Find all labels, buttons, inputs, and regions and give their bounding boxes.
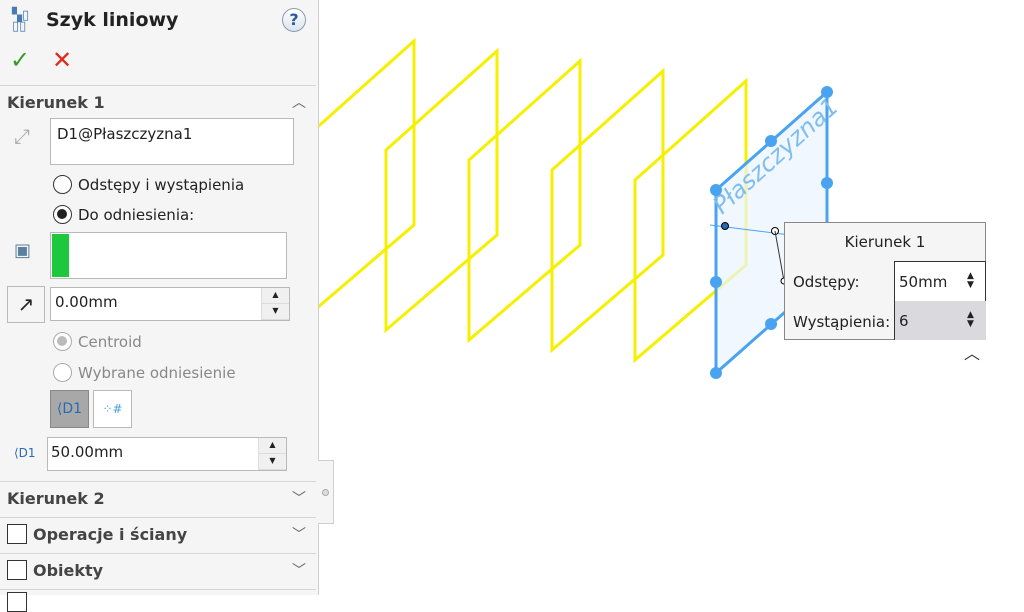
- help-button[interactable]: ?: [282, 8, 306, 32]
- reference-geometry-field[interactable]: [50, 232, 287, 279]
- callout-spacing-label: Odstępy:: [793, 273, 860, 291]
- linear-pattern-icon: ▚▯▯▯: [12, 8, 30, 34]
- callout-instances-input[interactable]: 6 ▲▼: [894, 301, 986, 340]
- reverse-offset-button[interactable]: ↗: [7, 286, 45, 323]
- radio-selected-reference[interactable]: [53, 363, 72, 382]
- radio-up-to-reference-label: Do odniesienia:: [78, 206, 195, 224]
- pattern-instances: [301, 37, 748, 364]
- radio-selected-reference-label: Wybrane odniesienie: [78, 364, 236, 382]
- callout-title: Kierunek 1: [844, 233, 926, 251]
- direction-reference-field[interactable]: D1@Płaszczyzna1: [50, 118, 294, 165]
- chevron-down-icon[interactable]: ﹀: [292, 563, 306, 579]
- features-checkbox[interactable]: [7, 524, 27, 544]
- pattern-instance[interactable]: [467, 57, 582, 344]
- radio-spacing-instances[interactable]: [53, 175, 72, 194]
- chevron-down-icon[interactable]: ﹀: [292, 527, 306, 543]
- instances-mode-button[interactable]: ⁘#: [93, 390, 132, 428]
- chevron-up-icon[interactable]: ︿: [292, 95, 306, 111]
- radio-centroid[interactable]: [53, 332, 72, 351]
- callout-spacing-input[interactable]: 50mm ▲▼: [894, 261, 986, 301]
- direction-callout: Kierunek 1 Odstępy: Wystąpienia: 50mm ▲▼…: [784, 222, 986, 340]
- spacing-spinner[interactable]: ▲▼: [258, 438, 286, 470]
- offset-input[interactable]: 0.00mm ▲▼: [50, 287, 290, 321]
- property-manager: ▚▯▯▯ Szyk liniowy ? ✓ ✕ Kierunek 1 ︿ ⤢ D…: [0, 0, 319, 612]
- reference-geometry-icon: ▣: [14, 240, 32, 261]
- radio-spacing-instances-label: Odstępy i wystąpienia: [78, 176, 245, 194]
- chevron-down-icon[interactable]: ﹀: [292, 491, 306, 507]
- pattern-instance[interactable]: [301, 37, 416, 324]
- callout-instances-label: Wystąpienia:: [793, 313, 891, 331]
- section-features-header[interactable]: Operacje i ściany: [33, 525, 188, 544]
- section-direction1-header[interactable]: Kierunek 1: [7, 93, 105, 112]
- pattern-instance[interactable]: [550, 67, 665, 354]
- plane-1[interactable]: Płaszczyzna1: [707, 86, 844, 379]
- spin-icon[interactable]: ▲▼: [967, 310, 974, 329]
- offset-spinner[interactable]: ▲▼: [261, 288, 289, 320]
- section-bodies-header[interactable]: Obiekty: [33, 561, 104, 580]
- pattern-instance[interactable]: [384, 47, 499, 334]
- panel-title: Szyk liniowy: [46, 9, 179, 31]
- next-section-checkbox[interactable]: [7, 592, 27, 612]
- cancel-button[interactable]: ✕: [52, 46, 73, 74]
- bodies-checkbox[interactable]: [7, 560, 27, 580]
- collapse-callout-icon[interactable]: ︿: [964, 344, 981, 363]
- spin-icon[interactable]: ▲▼: [967, 271, 974, 290]
- graphics-viewport[interactable]: Płaszczyzna1: [0, 0, 1024, 595]
- spacing-icon: ⟨D1: [14, 446, 36, 460]
- ok-button[interactable]: ✓: [10, 46, 31, 74]
- spacing-mode-button[interactable]: ⟨D1: [50, 390, 89, 428]
- radio-up-to-reference[interactable]: [53, 205, 72, 224]
- panel-collapse-handle[interactable]: [318, 460, 334, 524]
- selection-color-swatch: [52, 234, 69, 277]
- reverse-direction-icon[interactable]: ⤢: [14, 124, 30, 148]
- radio-centroid-label: Centroid: [78, 333, 142, 351]
- spacing-input[interactable]: 50.00mm ▲▼: [47, 437, 287, 471]
- section-direction2-header[interactable]: Kierunek 2: [7, 489, 105, 508]
